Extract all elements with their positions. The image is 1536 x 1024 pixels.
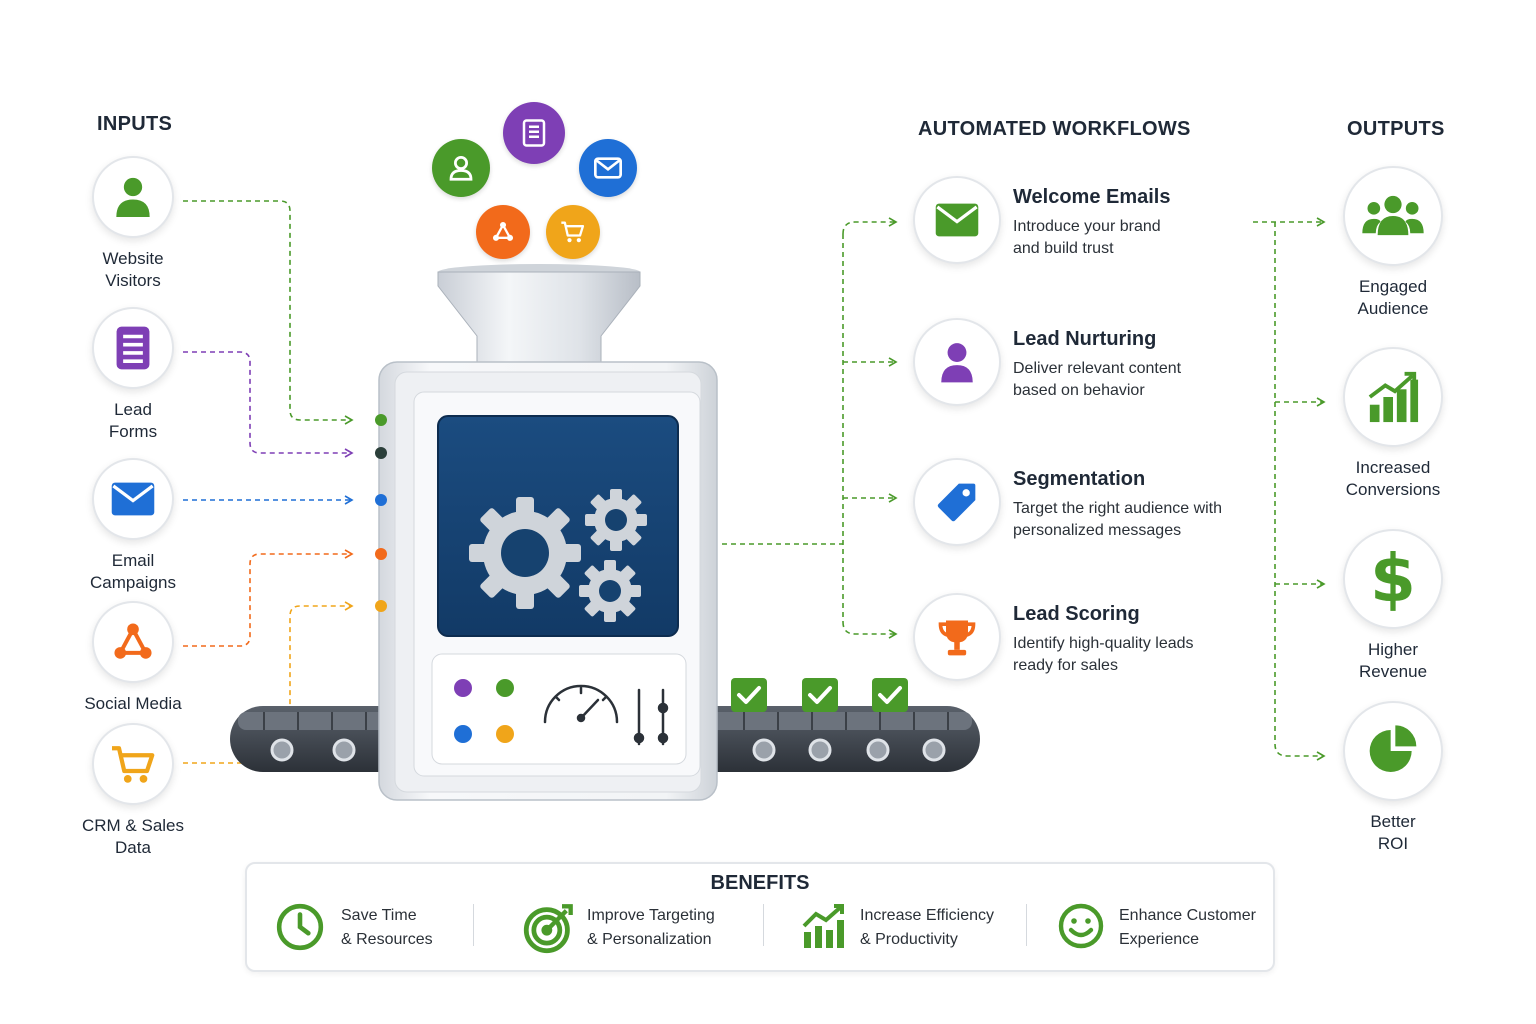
workflow-title: Lead Nurturing: [1013, 328, 1157, 350]
input-crm-sales-data: CRM & Sales Data: [68, 723, 198, 859]
input-label: Website Visitors: [102, 249, 164, 290]
clock-icon: [275, 902, 325, 957]
gauge-icon: [543, 684, 619, 724]
pie-chart-icon: [1343, 701, 1443, 801]
input-lead-forms: Lead Forms: [68, 307, 198, 443]
form-icon: [92, 307, 174, 389]
envelope-badge-icon: [579, 139, 637, 197]
outputs-heading: OUTPUTS: [1347, 118, 1445, 140]
input-label: Social Media: [84, 694, 182, 713]
envelope-icon: [92, 458, 174, 540]
input-website-visitors: Website Visitors: [68, 156, 198, 292]
tag-icon: [913, 458, 1001, 546]
benefit-line1: Improve Targeting: [587, 907, 715, 924]
benefit-line1: Enhance Customer: [1119, 907, 1256, 924]
indicator-light: [454, 679, 472, 697]
dollar-icon: $: [1343, 529, 1443, 629]
benefit-line1: Increase Efficiency: [860, 907, 994, 924]
input-label: CRM & Sales Data: [81, 816, 185, 857]
person-badge-icon: [432, 139, 490, 197]
person-icon: [913, 318, 1001, 406]
form-badge-icon: [503, 102, 565, 164]
share-network-icon: [92, 601, 174, 683]
group-icon: [1343, 166, 1443, 266]
input-connectors: [183, 200, 354, 764]
output-higher-revenue: $ Higher Revenue: [1328, 529, 1458, 683]
divider: [763, 904, 764, 946]
cart-badge-icon: [546, 205, 600, 259]
funnel: [437, 264, 641, 363]
workflow-description: Identify high-quality leads ready for sa…: [1013, 635, 1194, 674]
input-email-campaigns: Email Campaigns: [68, 458, 198, 594]
benefit-line2: & Productivity: [860, 931, 958, 948]
trophy-icon: [913, 593, 1001, 681]
workflow-description: Target the right audience with personali…: [1013, 500, 1223, 539]
inputs-heading: INPUTS: [97, 113, 173, 135]
indicator-light: [496, 679, 514, 697]
check-box-icon: [731, 678, 767, 712]
input-label: Lead Forms: [108, 400, 158, 441]
smiley-icon: [1057, 902, 1105, 955]
output-engaged-audience: Engaged Audience: [1328, 166, 1458, 320]
output-label: Increased Conversions: [1345, 458, 1441, 499]
indicator-light: [454, 725, 472, 743]
output-label: Higher Revenue: [1358, 640, 1428, 681]
check-box-icon: [802, 678, 838, 712]
bar-growth-icon: [1343, 347, 1443, 447]
growth-chart-icon: [800, 902, 848, 955]
gears-icon: [469, 489, 647, 622]
workflow-description: Introduce your brand and build trust: [1013, 218, 1161, 257]
output-connectors: [1253, 217, 1326, 761]
workflow-description: Deliver relevant content based on behavi…: [1013, 360, 1182, 399]
target-icon: [523, 902, 575, 959]
input-label: Email Campaigns: [90, 551, 176, 592]
benefit-line2: & Personalization: [587, 931, 712, 948]
share-network-badge-icon: [476, 205, 530, 259]
envelope-icon: [913, 176, 1001, 264]
processed-checkmarks: [731, 678, 908, 712]
benefits-panel: BENEFITS Save Time & Resources Improve T…: [245, 862, 1275, 972]
workflow-title: Welcome Emails: [1013, 186, 1171, 208]
workflow-lead-scoring: Lead Scoring Identify high-quality leads…: [913, 593, 1194, 681]
divider: [1026, 904, 1027, 946]
workflow-segmentation: Segmentation Target the right audience w…: [913, 458, 1222, 546]
workflow-title: Segmentation: [1013, 468, 1146, 490]
workflow-welcome-emails: Welcome Emails Introduce your brand and …: [913, 176, 1170, 264]
benefits-heading: BENEFITS: [710, 872, 810, 894]
workflow-connectors: [722, 217, 898, 639]
workflow-title: Lead Scoring: [1013, 603, 1140, 625]
person-icon: [92, 156, 174, 238]
output-increased-conversions: Increased Conversions: [1328, 347, 1458, 501]
output-better-roi: Better ROI: [1328, 701, 1458, 855]
slider-controls: [633, 688, 669, 746]
output-label: Better ROI: [1370, 812, 1416, 853]
control-panel: [431, 653, 687, 765]
divider: [473, 904, 474, 946]
benefit-line2: & Resources: [341, 931, 433, 948]
output-label: Engaged Audience: [1357, 277, 1429, 318]
check-box-icon: [872, 678, 908, 712]
input-social-media: Social Media: [68, 601, 198, 715]
automation-machine: [375, 361, 718, 801]
workflow-lead-nurturing: Lead Nurturing Deliver relevant content …: [913, 318, 1181, 406]
workflows-heading: AUTOMATED WORKFLOWS: [918, 118, 1191, 140]
benefit-line2: Experience: [1119, 931, 1200, 948]
benefit-line1: Save Time: [341, 907, 417, 924]
indicator-light: [496, 725, 514, 743]
cart-icon: [92, 723, 174, 805]
